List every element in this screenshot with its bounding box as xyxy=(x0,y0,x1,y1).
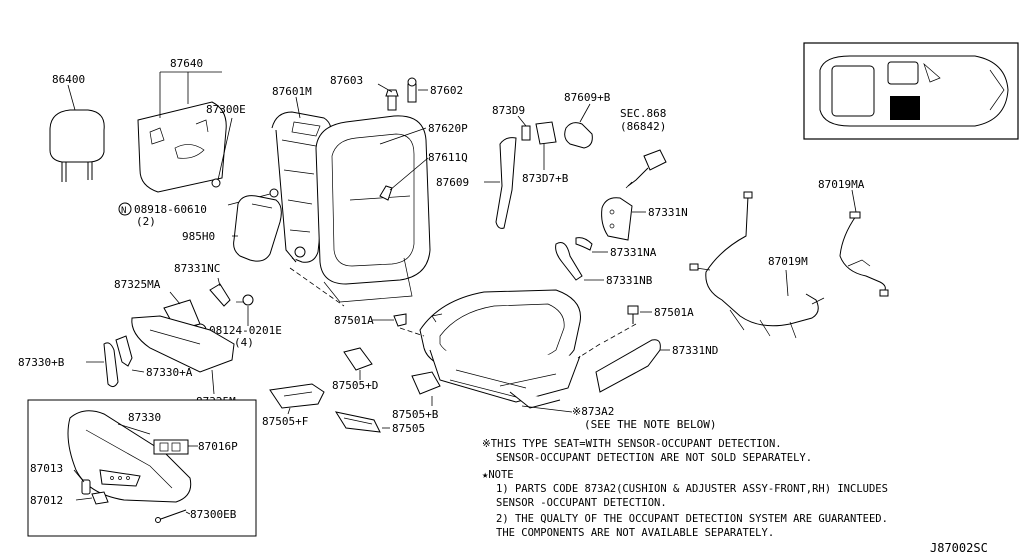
label-87601M: 87601M xyxy=(272,85,312,98)
guide-line-right xyxy=(577,343,601,359)
vehicle-locator-inset xyxy=(803,42,1019,140)
n-circle-marker xyxy=(118,202,132,216)
cover-87505 xyxy=(334,411,390,433)
label-87501A-right: 87501A xyxy=(654,306,694,319)
label-87609: 87609 xyxy=(436,176,469,189)
finisher-87331NC xyxy=(209,277,231,307)
label-87330B: 87330+B xyxy=(18,356,65,369)
highlighted-seat-location xyxy=(890,96,920,120)
seatback-trim-87620P xyxy=(315,115,431,303)
label-87505D: 87505+D xyxy=(332,379,378,392)
cover-87505D xyxy=(343,347,373,380)
label-87602: 87602 xyxy=(430,84,463,97)
knob-87013 xyxy=(73,469,91,495)
label-87331NA: 87331NA xyxy=(610,246,657,259)
cover-87330A xyxy=(115,335,145,373)
label-87331N: 87331N xyxy=(648,206,688,219)
label-87012: 87012 xyxy=(30,494,63,507)
label-87609B: 87609+B xyxy=(564,91,611,104)
notes-block: ※THIS TYPE SEAT=WITH SENSOR-OCCUPANT DET… xyxy=(482,438,888,539)
label-87620P: 87620P xyxy=(428,122,468,135)
label-87611Q: 87611Q xyxy=(428,151,468,164)
harness-87019MA xyxy=(839,189,889,297)
cover-87505F xyxy=(269,383,325,415)
n-marker-text: N xyxy=(121,206,126,216)
bolt-87501A-left xyxy=(372,313,407,327)
label-87300EB: 87300EB xyxy=(190,508,237,521)
finisher-87331NB xyxy=(555,242,604,281)
trim-strip-87609 xyxy=(484,137,517,229)
cover-87330B xyxy=(86,342,119,388)
label-87505B: 87505+B xyxy=(392,408,439,421)
screw-87300E xyxy=(211,117,233,188)
label-87016P: 87016P xyxy=(198,440,238,453)
label-87331ND: 87331ND xyxy=(672,344,718,357)
knob-87012 xyxy=(75,491,109,505)
label-985H0: 985H0 xyxy=(182,230,215,243)
cover-87505B xyxy=(411,371,441,406)
label-87505F: 87505+F xyxy=(262,415,308,428)
airbag-module-985H0 xyxy=(232,195,282,262)
note-line-4: 1) PARTS CODE 873A2(CUSHION & ADJUSTER A… xyxy=(496,483,888,495)
back-board-87640 xyxy=(137,71,227,193)
label-87501A-left: 87501A xyxy=(334,314,374,327)
note-line-5: SENSOR -OCCUPANT DETECTION. xyxy=(496,497,667,509)
label-08918: 08918-60610 xyxy=(134,203,207,216)
note-line-6: 2) THE QUALTY OF THE OCCUPANT DETECTION … xyxy=(496,513,888,525)
label-87019M: 87019M xyxy=(768,255,808,268)
note-line-2: SENSOR-OCCUPANT DETECTION ARE NOT SOLD S… xyxy=(496,452,812,464)
guide-line-left xyxy=(399,327,425,337)
label-873D9: 873D9 xyxy=(492,104,525,117)
label-873A2-note: (SEE THE NOTE BELOW) xyxy=(584,418,716,431)
note-line-7: THE COMPONENTS ARE NOT AVAILABLE SEPARAT… xyxy=(496,527,774,539)
finisher-87331ND xyxy=(595,339,670,393)
side-cover-87325M xyxy=(131,315,235,395)
label-08124: 08124-0201E xyxy=(209,324,282,337)
label-86400: 86400 xyxy=(52,73,85,86)
side-panel-inset-box xyxy=(27,399,257,537)
switch-87016P xyxy=(153,439,198,455)
guide-line-bolt-right xyxy=(603,323,637,343)
headrest-86400 xyxy=(49,84,105,182)
label-87330A: 87330+A xyxy=(146,366,193,379)
label-87603: 87603 xyxy=(330,74,363,87)
label-sec868: SEC.868 xyxy=(620,107,666,120)
label-87300E: 87300E xyxy=(206,103,246,116)
bezel-87609B xyxy=(564,103,593,149)
clip-873D9 xyxy=(517,115,531,141)
guide-87603 xyxy=(377,83,399,111)
diagram-code: J87002SC xyxy=(930,541,988,555)
finisher-87331N xyxy=(601,197,646,241)
label-sec868-sub: (86842) xyxy=(620,120,666,133)
label-87505: 87505 xyxy=(392,422,425,435)
cushion-adjuster-873A2 xyxy=(419,289,581,413)
nut-08918 xyxy=(269,188,279,198)
bolt-08124 xyxy=(236,294,254,326)
label-87019MA: 87019MA xyxy=(818,178,865,191)
guide-87602 xyxy=(407,77,428,103)
harness-87019M xyxy=(689,191,825,339)
label-87325MA: 87325MA xyxy=(114,278,161,291)
label-87640: 87640 xyxy=(170,57,203,70)
label-87331NC: 87331NC xyxy=(174,262,220,275)
label-87013: 87013 xyxy=(30,462,63,475)
finisher-87331NA xyxy=(575,237,608,253)
label-873D7B: 873D7+B xyxy=(522,172,569,185)
label-08124-qty: (4) xyxy=(234,336,254,349)
label-87331NB: 87331NB xyxy=(606,274,653,287)
screw-87300EB xyxy=(155,509,191,523)
bracket-87611Q xyxy=(379,157,429,201)
label-87330: 87330 xyxy=(128,411,161,424)
label-08918-qty: (2) xyxy=(136,215,156,228)
cover-873D7B xyxy=(535,121,557,170)
seatbelt-buckle-sec868 xyxy=(625,149,667,189)
label-873A2: ※873A2 xyxy=(572,405,614,418)
bolt-87501A-right xyxy=(627,305,652,324)
note-line-1: ※THIS TYPE SEAT=WITH SENSOR-OCCUPANT DET… xyxy=(482,438,782,450)
guide-line-back xyxy=(289,267,345,307)
note-line-3: ★NOTE xyxy=(482,469,514,481)
